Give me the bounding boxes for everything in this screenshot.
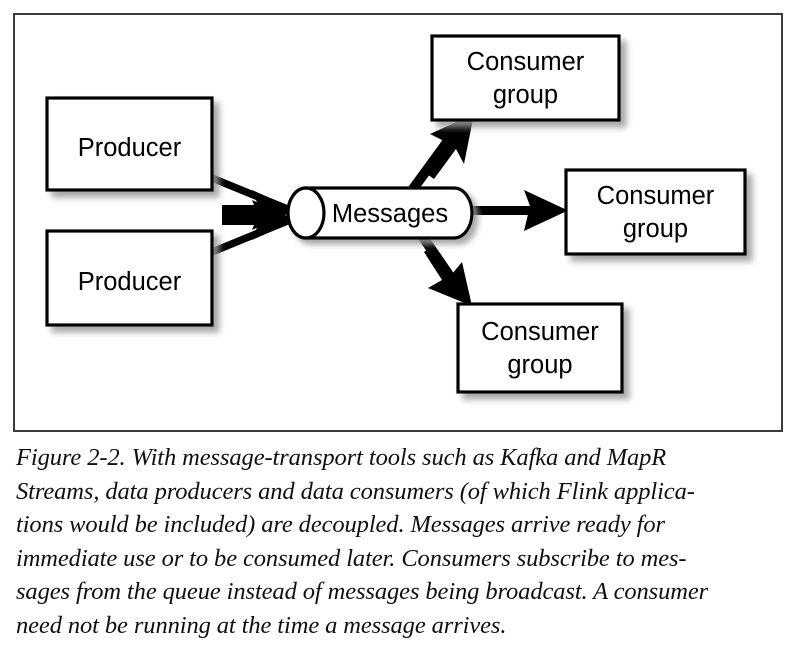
node-consumer-group-top-label-line1: Consumer xyxy=(467,48,585,76)
edge-queue-to-consumer-bottom xyxy=(412,224,472,306)
edge-queue-to-consumer-top xyxy=(406,114,474,196)
node-producer-1[interactable]: Producer xyxy=(45,96,214,192)
node-consumer-group-top[interactable]: Consumer group xyxy=(430,34,621,122)
node-producer-1-label: Producer xyxy=(78,134,182,162)
edge-queue-to-consumer-middle xyxy=(466,190,568,231)
figure-caption: Figure 2-2. With message-transport tools… xyxy=(16,444,709,639)
cylinder-cap-icon xyxy=(286,186,326,240)
node-consumer-group-top-label-line2: group xyxy=(493,81,558,109)
diagram-canvas: Producer Producer Consumer group Consume… xyxy=(45,34,747,394)
node-consumer-group-bottom-label-line2: group xyxy=(507,351,572,379)
node-producer-2[interactable]: Producer xyxy=(45,229,214,327)
node-consumer-group-bottom[interactable]: Consumer group xyxy=(456,302,624,394)
node-consumer-group-middle-label-line1: Consumer xyxy=(597,182,715,210)
node-consumer-group-bottom-label-line1: Consumer xyxy=(481,318,599,346)
node-producer-2-label: Producer xyxy=(78,268,182,296)
edge-producer2-to-queue xyxy=(212,200,296,256)
node-consumer-group-middle-label-line2: group xyxy=(623,215,688,243)
node-consumer-group-middle[interactable]: Consumer group xyxy=(564,168,747,256)
node-messages-queue[interactable]: Messages xyxy=(286,186,474,240)
node-messages-queue-label: Messages xyxy=(332,200,448,228)
